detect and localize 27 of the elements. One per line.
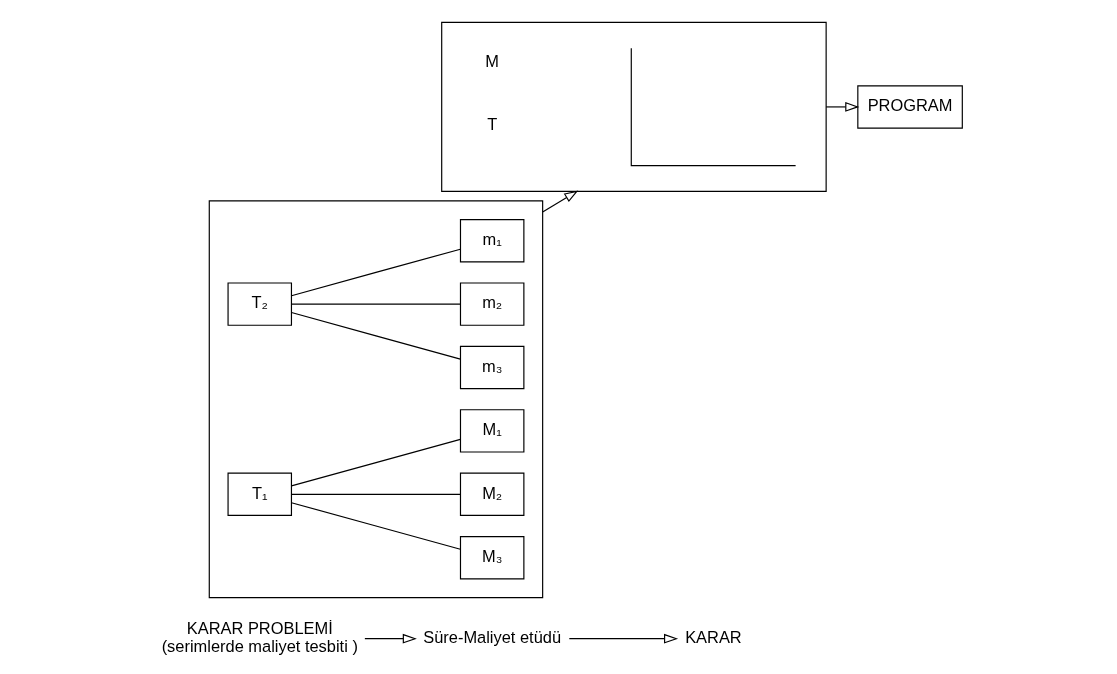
node-text: KARAR PROBLEMİ (serimlerde maliyet tesbiti ) [161, 619, 358, 655]
cluster [208, 200, 544, 599]
arrow [825, 102, 860, 112]
node-text: KARAR [685, 628, 742, 647]
connector [290, 438, 461, 487]
node-picture [630, 47, 797, 167]
arrow [542, 190, 579, 213]
connector [290, 248, 461, 297]
cluster [441, 21, 827, 193]
node-text: Süre-Maliyet etüdü [423, 628, 562, 647]
connector [290, 502, 461, 550]
arrow [568, 633, 679, 644]
node-box: T₁ [227, 472, 293, 516]
node-box: m₂ [459, 282, 525, 326]
connector [290, 311, 461, 360]
label: T [487, 115, 498, 134]
connector [290, 493, 461, 495]
node-box: PROGRAM [857, 85, 963, 129]
node-box: T₂ [227, 282, 293, 326]
node-box: m₁ [459, 219, 525, 263]
label: M [485, 51, 500, 70]
node-box: m₃ [459, 345, 525, 390]
node-box: M₃ [459, 535, 525, 580]
node-box: M₂ [459, 472, 525, 516]
arrow [364, 633, 417, 644]
connector [290, 303, 461, 305]
node-box: M₁ [459, 409, 525, 453]
